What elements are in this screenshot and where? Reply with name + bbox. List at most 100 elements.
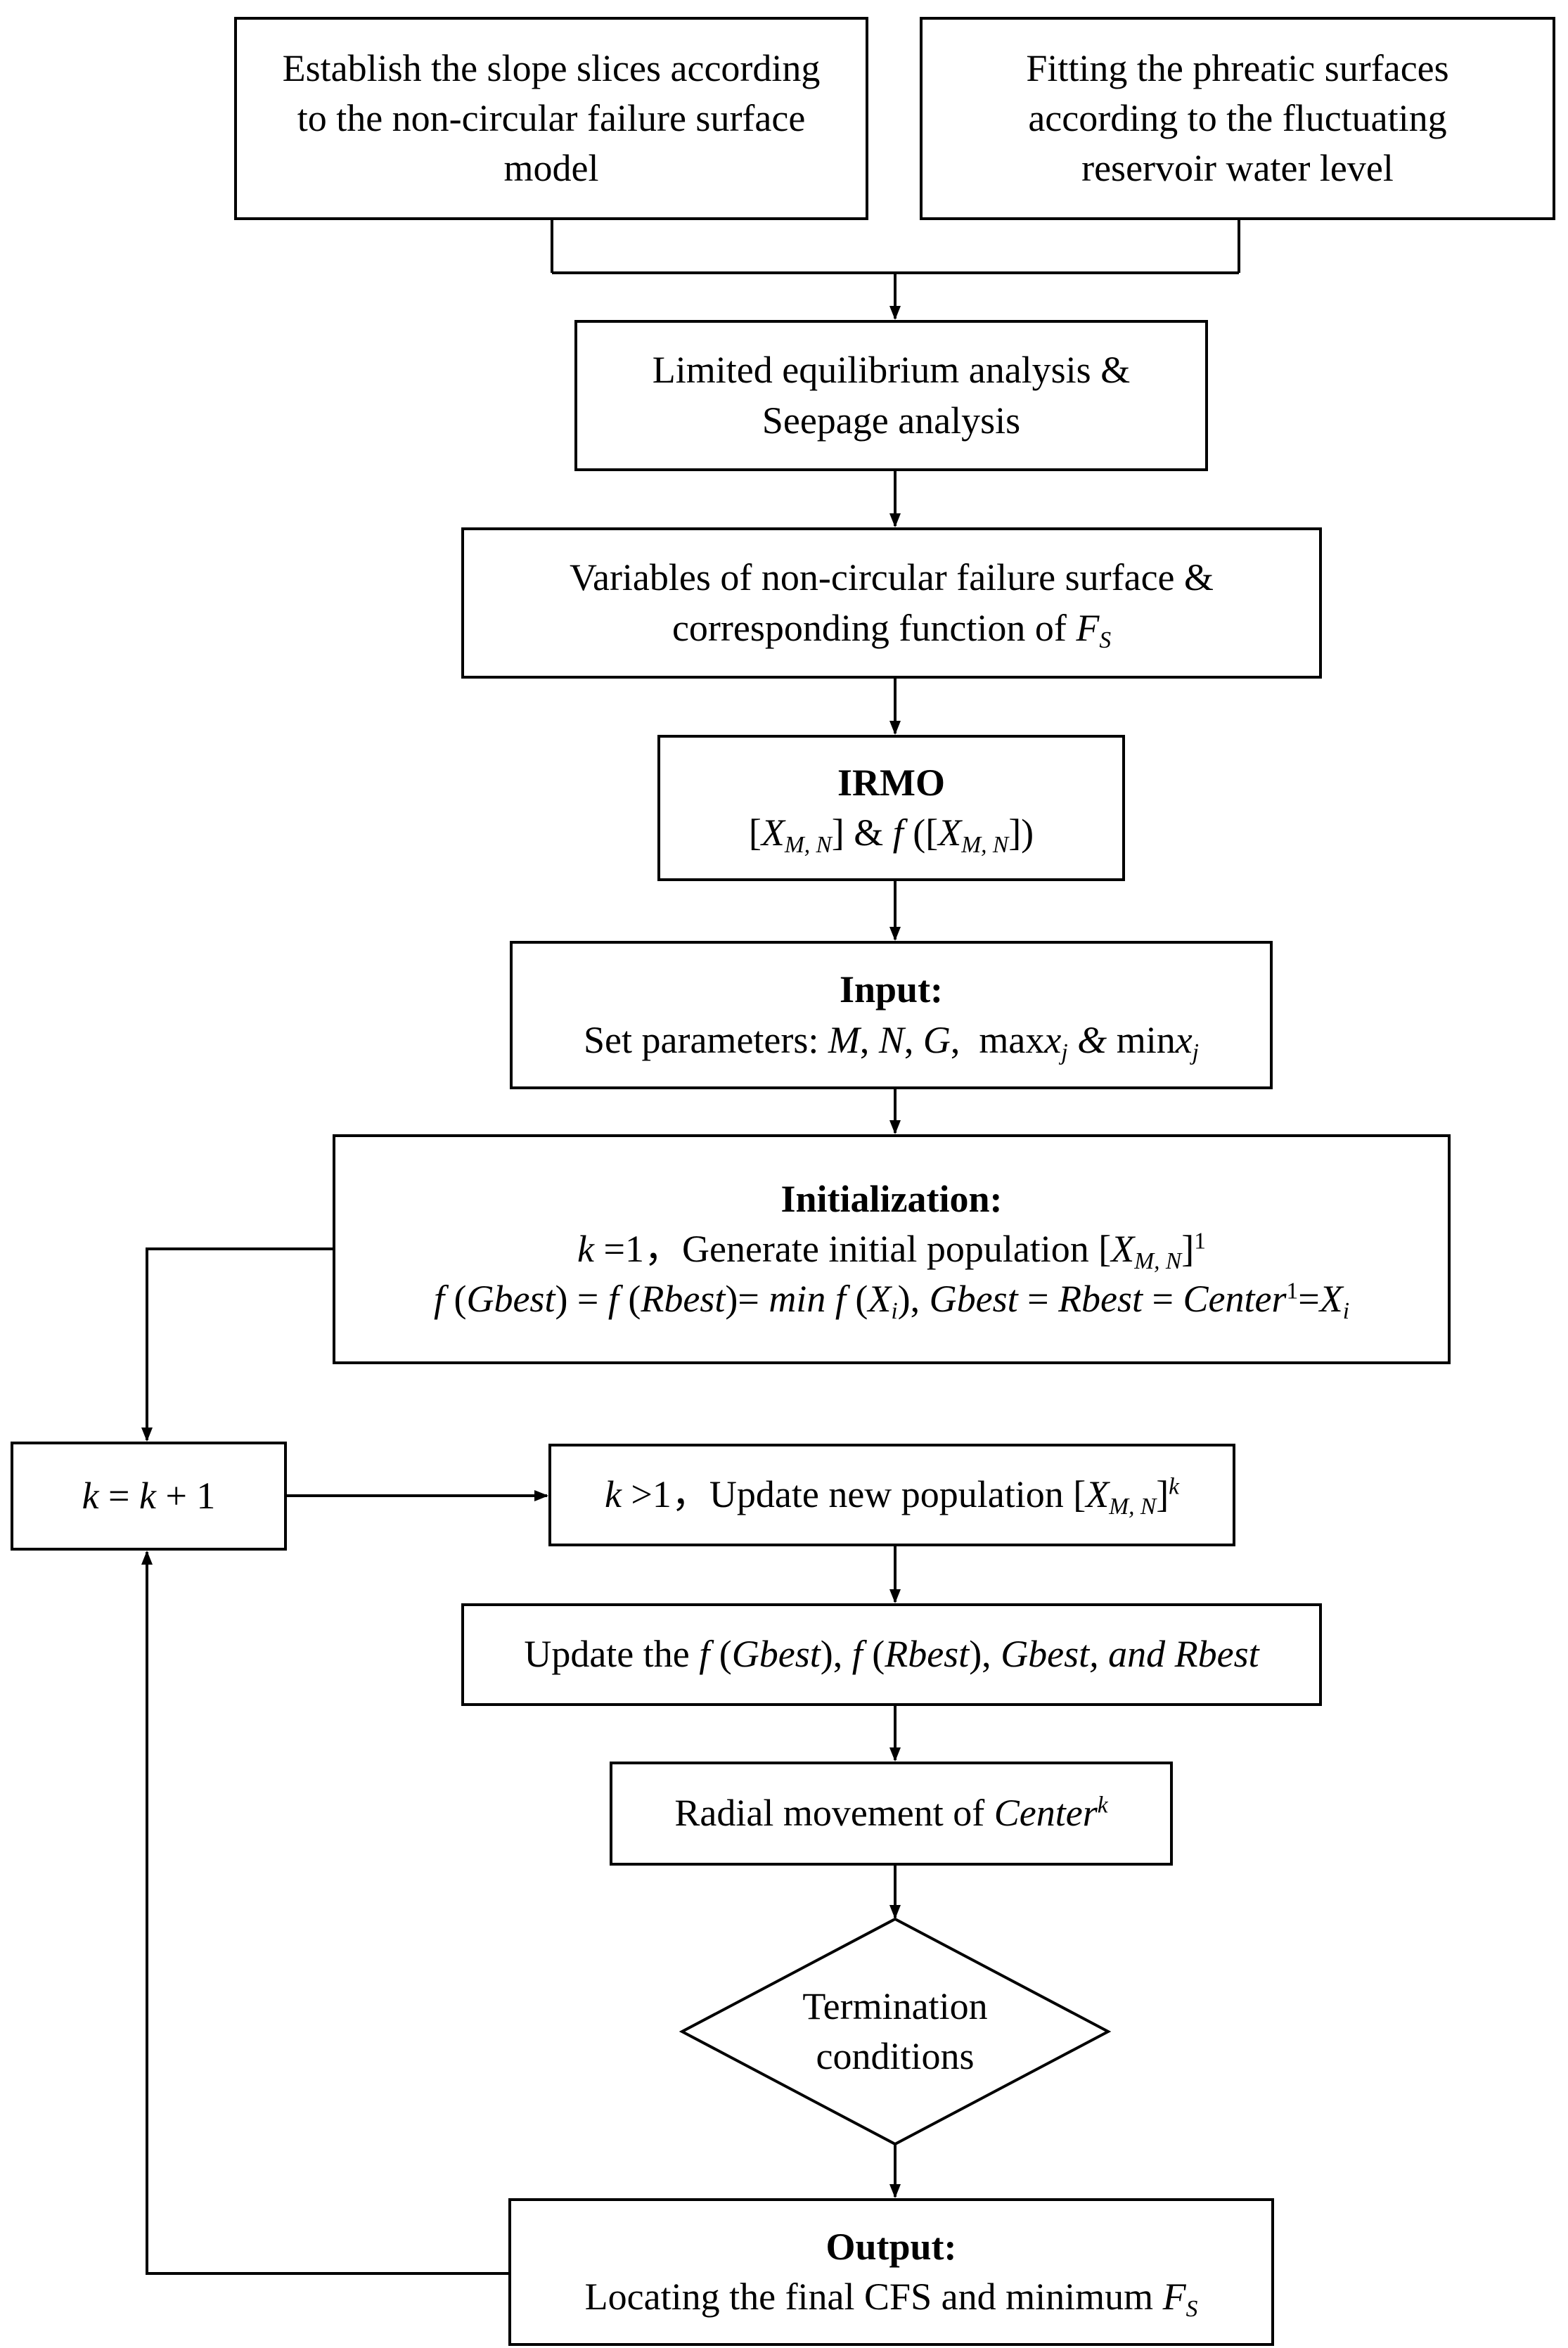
- termination-diamond: [679, 1917, 1112, 2146]
- slices-line-3: model: [503, 147, 599, 190]
- param-m: M: [828, 1018, 860, 1061]
- update-sub: M, N: [1109, 1494, 1157, 1520]
- output-colon: :: [944, 2225, 957, 2268]
- init-min: min: [769, 1278, 826, 1321]
- irmo-sub: M, N: [784, 832, 832, 859]
- termination-line-1: Termination: [802, 1984, 988, 2027]
- init-xi-sub-2: i: [1342, 1298, 1350, 1325]
- irmo-amp: &: [854, 811, 884, 854]
- init-f-3: f: [835, 1278, 846, 1321]
- input-title: Input: [839, 968, 931, 1011]
- update-population-text: k >1，Update new population [XM, N]k: [604, 1473, 1180, 1520]
- slices-line-1: Establish the slope slices according: [282, 46, 821, 89]
- param-amp: &: [1077, 1018, 1107, 1061]
- param-max-j: j: [1061, 1039, 1068, 1065]
- irmo-x-2: X: [938, 811, 962, 854]
- slices-line-2: to the non-circular failure surface: [297, 96, 806, 139]
- arrow-output-loop-to-kk: [141, 1551, 508, 2275]
- fs-symbol: F: [1076, 606, 1100, 649]
- param-n: N: [878, 1018, 904, 1061]
- output-title-line: Output:: [825, 2222, 956, 2272]
- k-increment-eq: =: [98, 1474, 139, 1517]
- input-box: Input: Set parameters: M, N, G, maxxj & …: [510, 941, 1273, 1089]
- update-sup: k: [1169, 1473, 1180, 1500]
- input-colon: :: [930, 968, 944, 1011]
- irmo-title: IRMO: [837, 761, 945, 804]
- variables-line-1: Variables of non-circular failure surfac…: [569, 556, 1214, 599]
- equilibrium-seepage-analysis-box: Limited equilibrium analysis & Seepage a…: [574, 320, 1208, 471]
- init-title: Initialization: [780, 1177, 990, 1220]
- init-xi-2: X: [1319, 1278, 1343, 1321]
- update-best-box: Update the f (Gbest), f (Rbest), Gbest, …: [461, 1603, 1322, 1706]
- radial-sup: k: [1097, 1792, 1108, 1818]
- output-fs-sub: S: [1185, 2296, 1198, 2323]
- k-increment-k1: k: [82, 1474, 99, 1517]
- k-increment-k2: k: [139, 1474, 156, 1517]
- variables-line-2: corresponding function of FS: [672, 603, 1111, 653]
- init-f-1: f: [433, 1278, 444, 1321]
- output-fs: F: [1162, 2276, 1186, 2318]
- radial-center: Center: [994, 1792, 1098, 1835]
- update-best-f-1: f: [699, 1633, 710, 1676]
- variables-line-2-text: corresponding function of: [671, 606, 1077, 649]
- radial-text: Radial movement of Centerk: [674, 1788, 1107, 1838]
- radial-movement-box: Radial movement of Centerk: [610, 1762, 1173, 1866]
- update-best-tail: Gbest, and Rbest: [1001, 1633, 1259, 1676]
- param-min-x: x: [1175, 1018, 1193, 1061]
- phreatic-line-2: according to the fluctuating: [1028, 96, 1447, 139]
- fs-subscript: S: [1099, 627, 1112, 653]
- param-g: G: [923, 1018, 951, 1061]
- init-gen: Generate initial population [: [681, 1227, 1112, 1270]
- init-gbest-2: Gbest: [929, 1278, 1018, 1321]
- init-line-2: k =1，Generate initial population [XM, N]…: [577, 1227, 1206, 1274]
- init-line-3: f (Gbest) = f (Rbest)= min f (Xi), Gbest…: [433, 1278, 1350, 1325]
- initialization-box: Initialization: k =1，Generate initial po…: [333, 1134, 1451, 1364]
- update-population-box: k >1，Update new population [XM, N]k: [548, 1444, 1235, 1546]
- phreatic-line-1: Fitting the phreatic surfaces: [1026, 46, 1449, 89]
- update-k: k: [604, 1473, 622, 1516]
- param-min-j: j: [1192, 1039, 1199, 1065]
- irmo-x: X: [761, 811, 785, 854]
- init-k: k: [577, 1227, 595, 1270]
- param-max-x: x: [1044, 1018, 1062, 1061]
- init-x: X: [1111, 1227, 1135, 1270]
- input-title-line: Input:: [840, 965, 943, 1015]
- update-best-rbest: Rbest: [885, 1633, 970, 1676]
- k-increment-plus: + 1: [155, 1474, 216, 1517]
- init-sub: M, N: [1134, 1247, 1182, 1274]
- init-center-sup: 1: [1286, 1278, 1299, 1304]
- k-increment-text: k = k + 1: [82, 1471, 216, 1521]
- init-f-2: f: [608, 1278, 619, 1321]
- update-best-gbest: Gbest: [731, 1633, 821, 1676]
- init-rbest-2: Rbest: [1058, 1278, 1143, 1321]
- update-text: Update new population [: [709, 1473, 1086, 1516]
- phreatic-line-3: reservoir water level: [1081, 147, 1394, 190]
- init-xi: X: [868, 1278, 892, 1321]
- irmo-formula: [XM, N] & f ([XM, N]): [748, 811, 1034, 859]
- output-box: Output: Locating the final CFS and minim…: [508, 2198, 1274, 2346]
- input-prefix: Set parameters:: [584, 1018, 828, 1061]
- update-gt: >1，: [621, 1473, 709, 1516]
- arrow-init-to-kk: [141, 1247, 333, 1442]
- init-xi-sub: i: [891, 1298, 898, 1325]
- init-title-line: Initialization:: [780, 1174, 1002, 1224]
- analysis-line-1: Limited equilibrium analysis &: [652, 349, 1131, 392]
- fitting-phreatic-surfaces-box: Fitting the phreatic surfaces according …: [920, 17, 1555, 220]
- output-text: Locating the final CFS and minimum: [584, 2276, 1163, 2318]
- init-sup: 1: [1194, 1228, 1206, 1255]
- irmo-sub-2: M, N: [961, 832, 1009, 859]
- param-max: max: [979, 1018, 1045, 1061]
- radial-prefix: Radial movement of: [674, 1792, 994, 1835]
- termination-conditions-label: Termination conditions: [719, 1947, 1071, 2116]
- variables-fs-function-box: Variables of non-circular failure surfac…: [461, 527, 1322, 679]
- k-increment-box: k = k + 1: [11, 1442, 287, 1551]
- update-best-f-2: f: [852, 1633, 863, 1676]
- analysis-line-2: Seepage analysis: [761, 399, 1021, 442]
- init-colon: :: [989, 1177, 1003, 1220]
- irmo-f: f: [892, 811, 904, 854]
- update-best-text: Update the f (Gbest), f (Rbest), Gbest, …: [524, 1633, 1259, 1676]
- update-best-prefix: Update the: [524, 1633, 700, 1676]
- init-eq1: =1，: [594, 1227, 682, 1270]
